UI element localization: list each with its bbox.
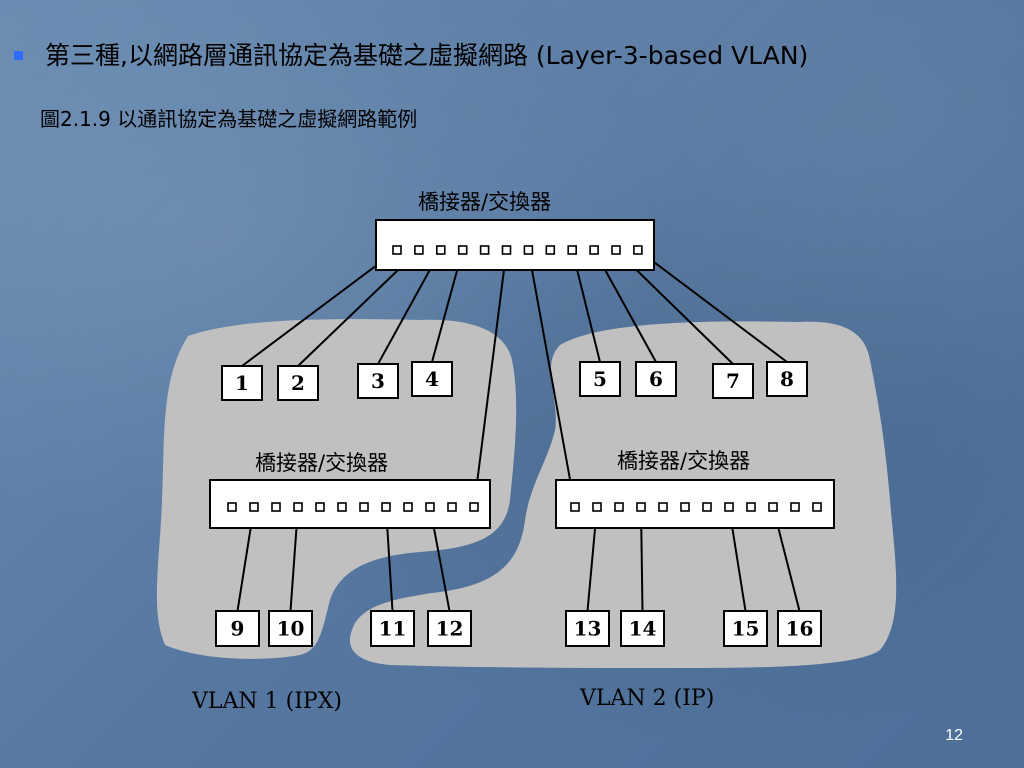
left-switch-port xyxy=(249,502,259,512)
station-box xyxy=(579,361,621,397)
right-switch-label: 橋接器/交換器 xyxy=(617,449,750,473)
station-number: 1 xyxy=(235,371,249,395)
right-switch-port xyxy=(680,502,690,512)
station-box xyxy=(411,361,453,397)
station-box xyxy=(357,363,399,399)
right-switch-port xyxy=(724,502,734,512)
left-switch-port xyxy=(359,502,369,512)
left-switch-port xyxy=(337,502,347,512)
station-number: 8 xyxy=(780,367,794,391)
top-switch-label: 橋接器/交換器 xyxy=(418,190,551,214)
cable xyxy=(473,249,508,508)
left-switch-port xyxy=(425,502,435,512)
top-switch-port xyxy=(611,245,621,255)
station-number: 2 xyxy=(291,371,305,395)
station-number: 7 xyxy=(726,369,740,393)
right-switch-port xyxy=(592,502,602,512)
cable xyxy=(637,249,788,363)
left-switch-port xyxy=(227,502,237,512)
left-switch-port xyxy=(469,502,479,512)
left-switch-label: 橋接器/交換器 xyxy=(255,451,388,475)
station-box xyxy=(723,610,768,647)
right-switch-port xyxy=(636,502,646,512)
cable xyxy=(527,249,576,508)
station-number: 16 xyxy=(786,617,814,641)
top-switch-port xyxy=(414,245,424,255)
cable xyxy=(241,249,398,367)
vlan2-label: VLAN 2 (IP) xyxy=(579,686,714,711)
station-number: 12 xyxy=(436,617,464,641)
top-switch-port xyxy=(479,245,490,255)
station-box xyxy=(712,363,754,399)
top-switch-port xyxy=(633,245,643,255)
station-box xyxy=(565,610,610,647)
right-switch-port xyxy=(812,502,822,512)
title-row: 第三種,以網路層通訊協定為基礎之虛擬網路 (Layer-3-based VLAN… xyxy=(14,34,808,74)
station-box xyxy=(221,365,263,401)
top-switch-port xyxy=(457,245,468,255)
station-box xyxy=(766,361,808,397)
station-number: 15 xyxy=(732,617,760,641)
station-box xyxy=(635,361,677,397)
vlan1-label: VLAN 1 (IPX) xyxy=(191,689,342,714)
top-switch-port xyxy=(435,245,446,255)
right-switch-port xyxy=(702,502,712,512)
left-switch-port xyxy=(271,502,281,512)
station-box xyxy=(215,610,260,647)
right-switch-port xyxy=(746,502,756,512)
station-number: 10 xyxy=(277,617,305,641)
page-number: 12 xyxy=(945,727,963,744)
left-switch-port xyxy=(403,502,413,512)
station-number: 3 xyxy=(371,369,385,393)
station-box xyxy=(277,365,319,401)
top-switch-port xyxy=(567,245,578,255)
right-switch-port xyxy=(570,502,580,512)
station-number: 11 xyxy=(379,617,407,641)
station-number: 9 xyxy=(231,617,245,641)
slide-title: 第三種,以網路層通訊協定為基礎之虛擬網路 (Layer-3-based VLAN… xyxy=(45,41,809,70)
station-number: 6 xyxy=(649,367,663,391)
figure-caption: 圖2.1.9 以通訊協定為基礎之虛擬網路範例 xyxy=(40,107,418,131)
right-switch-port xyxy=(658,502,668,512)
top-switch-port xyxy=(523,245,534,255)
station-box xyxy=(777,610,822,647)
top-switch xyxy=(375,219,655,271)
bullet-icon xyxy=(14,50,23,60)
right-switch-port xyxy=(768,502,778,512)
left-switch-port xyxy=(315,502,325,512)
right-switch-port xyxy=(790,502,800,512)
station-box xyxy=(427,610,472,647)
right-switch xyxy=(555,479,835,529)
top-switch-port xyxy=(545,245,556,255)
top-switch-port xyxy=(392,245,402,255)
station-box xyxy=(620,610,665,647)
station-box xyxy=(268,610,313,647)
left-switch-port xyxy=(293,502,303,512)
left-switch-port xyxy=(381,502,391,512)
left-switch-port xyxy=(447,502,457,512)
top-switch-port xyxy=(589,245,599,255)
right-switch-port xyxy=(614,502,624,512)
station-number: 4 xyxy=(425,367,439,391)
station-number: 13 xyxy=(574,617,602,641)
station-box xyxy=(370,610,415,647)
station-number: 5 xyxy=(593,367,607,391)
station-number: 14 xyxy=(629,617,657,641)
top-switch-port xyxy=(501,245,512,255)
